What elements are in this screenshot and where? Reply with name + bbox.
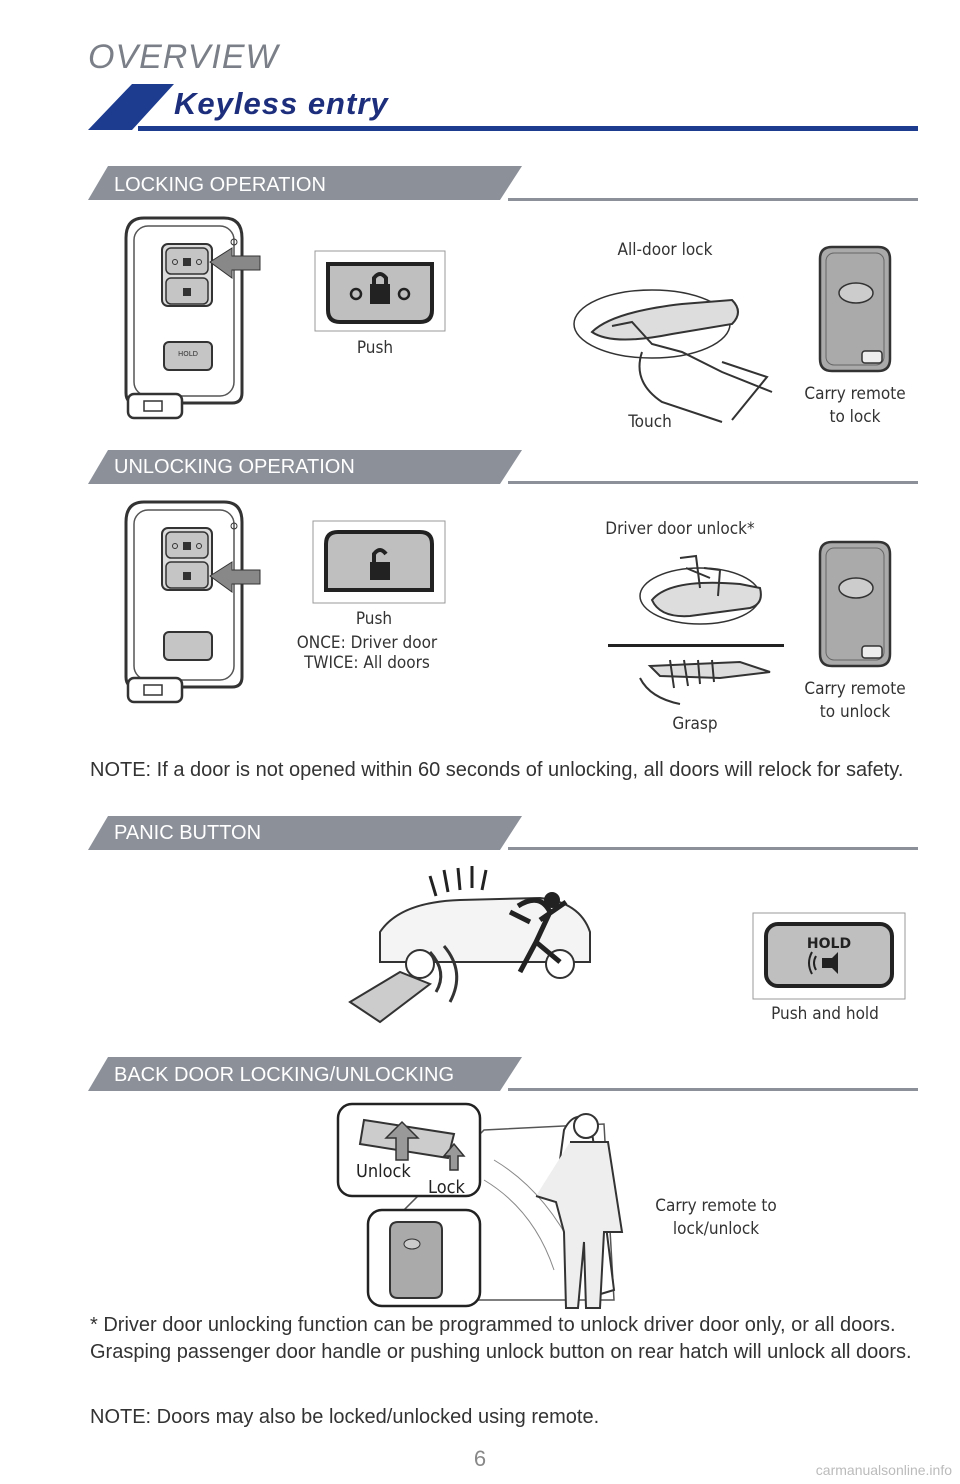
car-alarm-illustration xyxy=(348,866,591,1024)
touch-caption: Touch xyxy=(628,412,672,432)
watermark: carmanualsonline.info xyxy=(815,1462,952,1478)
backdoor-section-banner xyxy=(88,1057,918,1091)
unlock-button-closeup-icon xyxy=(312,520,446,604)
unlock-twice-text: TWICE: All doors xyxy=(304,653,430,673)
key-fob-lock-icon: HOLD xyxy=(124,216,261,420)
lock-push-caption: Push xyxy=(356,338,394,358)
page-number: 6 xyxy=(473,1446,487,1471)
locking-section-heading: LOCKING OPERATION xyxy=(114,174,326,196)
fob-hold-text: HOLD xyxy=(178,350,198,358)
carry-remote-backdoor-line1: Carry remote to xyxy=(655,1196,777,1216)
carry-remote-backdoor-line2: lock/unlock xyxy=(672,1219,760,1239)
title-banner xyxy=(88,84,918,131)
lock-button-closeup-icon xyxy=(314,250,446,332)
carry-remote-backdoor-caption: Carry remote to lock/unlock xyxy=(646,1195,786,1241)
carry-remote-unlock-line2: to unlock xyxy=(819,702,891,722)
remote-fob-icon xyxy=(818,540,892,668)
person-at-back-door-icon xyxy=(535,1113,624,1309)
carry-remote-lock-line2: to lock xyxy=(829,407,881,427)
relock-note: NOTE: If a door is not opened within 60 … xyxy=(90,759,904,781)
unlock-press-count-caption: ONCE: Driver door TWICE: All doors xyxy=(282,633,452,673)
driver-door-unlock-caption: Driver door unlock* xyxy=(605,519,755,539)
grasp-caption: Grasp xyxy=(672,714,718,734)
panic-section-banner xyxy=(88,816,918,850)
carry-remote-unlock-line1: Carry remote xyxy=(804,679,906,699)
lock-label: Lock xyxy=(428,1177,465,1198)
unlock-push-caption: Push xyxy=(355,609,393,629)
remote-fob-icon xyxy=(818,245,892,373)
panic-section-heading: PANIC BUTTON xyxy=(114,822,262,844)
all-door-lock-caption: All-door lock xyxy=(617,240,713,260)
unlock-label: Unlock xyxy=(356,1161,411,1182)
carry-remote-unlock-caption: Carry remote to unlock xyxy=(790,678,920,724)
page-title: Keyless entry xyxy=(174,86,389,121)
unlocking-section-heading: UNLOCKING OPERATION xyxy=(114,456,355,478)
driver-door-footnote: * Driver door unlocking function can be … xyxy=(90,1314,912,1363)
backdoor-section-heading: BACK DOOR LOCKING/UNLOCKING xyxy=(114,1064,455,1086)
carry-remote-lock-caption: Carry remote to lock xyxy=(790,383,920,429)
key-fob-unlock-icon xyxy=(124,500,261,704)
remote-note: NOTE: Doors may also be locked/unlocked … xyxy=(90,1406,600,1428)
section-overview-label: OVERVIEW xyxy=(88,38,279,76)
push-and-hold-caption: Push and hold xyxy=(771,1004,879,1024)
unlocking-section-banner xyxy=(88,450,918,484)
locking-section-banner xyxy=(88,166,918,201)
hold-button-closeup-icon: HOLD xyxy=(752,912,906,1000)
unlock-once-text: ONCE: Driver door xyxy=(296,633,438,653)
carry-remote-lock-line1: Carry remote xyxy=(804,384,906,404)
hold-button-text: HOLD xyxy=(807,936,851,952)
door-handle-touch-icon xyxy=(573,289,773,423)
door-handle-grasp-icon xyxy=(608,554,784,705)
